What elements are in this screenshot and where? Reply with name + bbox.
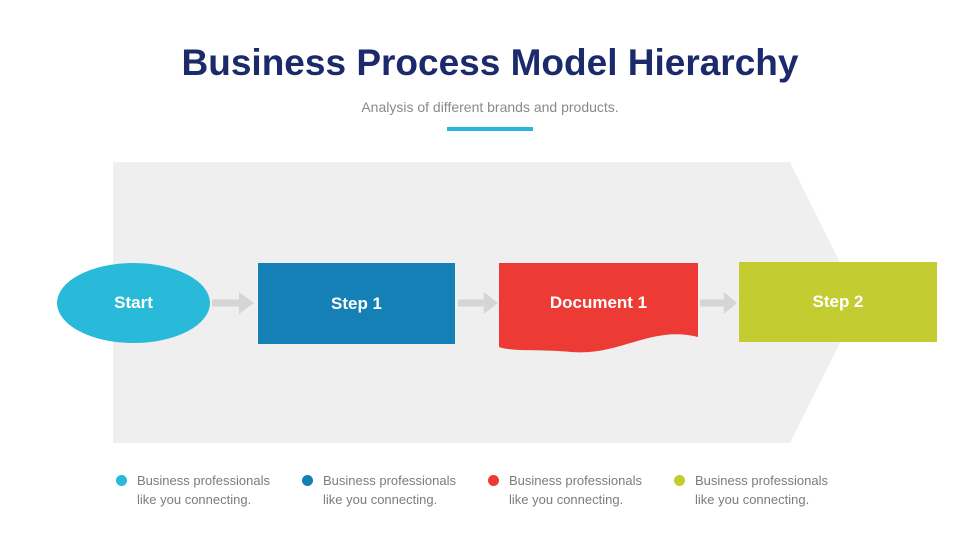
flow-connector-arrow-3 xyxy=(700,291,737,315)
legend-item-3: Business professionals like you connecti… xyxy=(488,471,658,509)
legend-item-2: Business professionals like you connecti… xyxy=(302,471,472,509)
arrow-right-icon xyxy=(212,292,254,314)
legend-item-4-text: Business professionals like you connecti… xyxy=(695,473,828,507)
title-underline-divider xyxy=(447,127,533,131)
legend-item-2-text: Business professionals like you connecti… xyxy=(323,473,456,507)
flow-node-start: Start xyxy=(57,263,210,343)
flow-node-step-2-label: Step 2 xyxy=(812,292,864,311)
arrow-right-icon xyxy=(458,292,498,314)
flow-node-step-1-label: Step 1 xyxy=(330,293,383,313)
document-shape xyxy=(499,263,698,353)
legend-item-1-text: Business professionals like you connecti… xyxy=(137,473,270,507)
page-subtitle: Analysis of different brands and product… xyxy=(361,99,619,115)
flow-node-step-1: Step 1 xyxy=(258,263,455,344)
flow-node-step-2: Step 2 xyxy=(739,262,937,342)
legend-dot-cyan-icon xyxy=(116,475,127,486)
legend-dot-lime-icon xyxy=(674,475,685,486)
legend-dot-blue-icon xyxy=(302,475,313,486)
legend-item-1: Business professionals like you connecti… xyxy=(116,471,286,509)
flow-node-document-1: Document 1 xyxy=(499,263,698,353)
flow-connector-arrow-2 xyxy=(458,291,498,315)
arrow-right-icon xyxy=(700,292,737,314)
flow-connector-arrow-1 xyxy=(212,291,254,315)
legend-dot-red-icon xyxy=(488,475,499,486)
flow-node-start-label: Start xyxy=(114,293,153,312)
legend-item-4: Business professionals like you connecti… xyxy=(674,471,844,509)
legend: Business professionals like you connecti… xyxy=(116,471,844,509)
flow-node-document-1-label: Document 1 xyxy=(549,293,648,312)
legend-item-3-text: Business professionals like you connecti… xyxy=(509,473,642,507)
page-title: Business Process Model Hierarchy xyxy=(181,42,799,83)
